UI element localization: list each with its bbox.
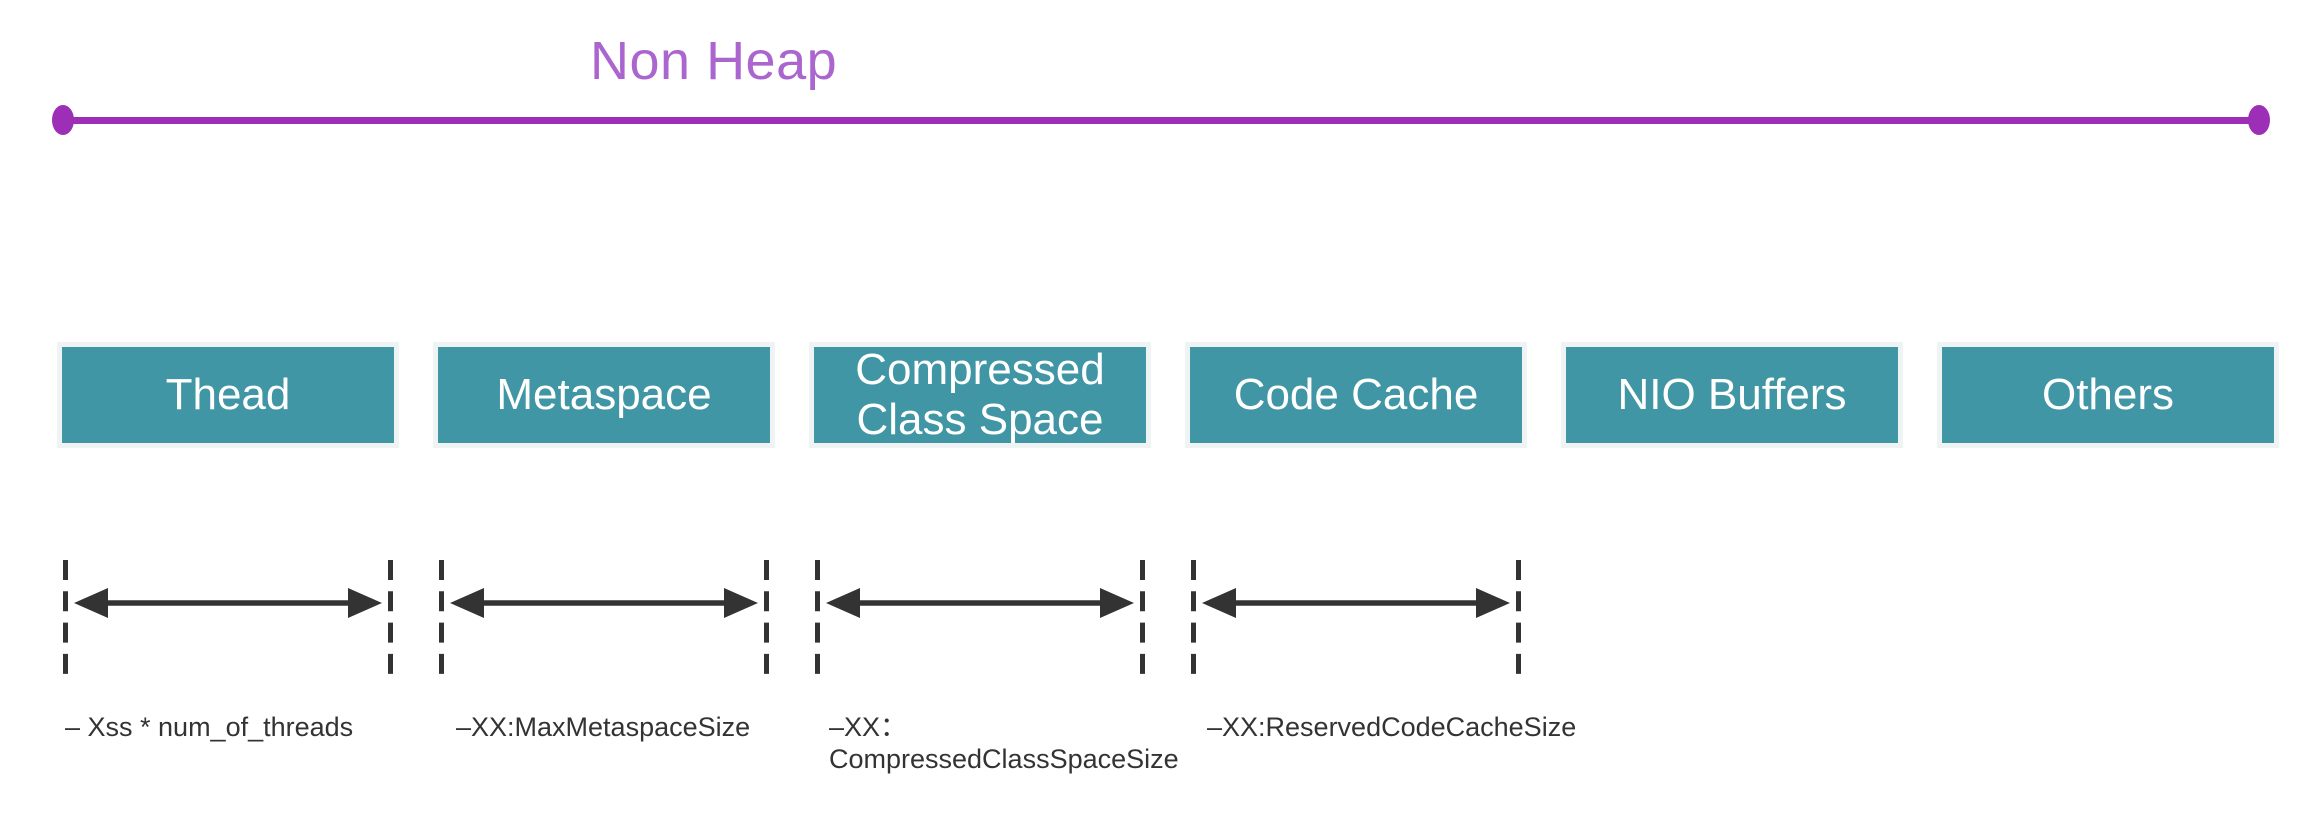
region-box-thread: Thead — [57, 342, 399, 448]
region-box-nio-buffers: NIO Buffers — [1561, 342, 1903, 448]
size-measure-metaspace — [439, 560, 769, 674]
arrowhead-left — [1202, 588, 1236, 618]
arrowhead-left — [450, 588, 484, 618]
size-measure-compressed-class-space — [815, 560, 1145, 674]
size-measure-thread — [63, 560, 393, 674]
flag-label-reserved-code-cache-size: –XX:ReservedCodeCacheSize — [1207, 712, 1577, 742]
span-endpoint-dot-right — [2248, 105, 2270, 135]
arrowhead-right — [348, 588, 382, 618]
size-measure-code-cache — [1191, 560, 1521, 674]
region-box-code-cache: Code Cache — [1185, 342, 1527, 448]
arrowhead-right — [1476, 588, 1510, 618]
memory-region-row: Thead Metaspace Compressed Class Space C… — [57, 342, 2279, 448]
non-heap-span-line — [62, 117, 2260, 124]
arrowhead-left — [74, 588, 108, 618]
region-box-others: Others — [1937, 342, 2279, 448]
arrowhead-right — [724, 588, 758, 618]
arrowhead-left — [826, 588, 860, 618]
arrowhead-right — [1100, 588, 1134, 618]
flag-label-xss-num-of-threads: – Xss * num_of_threads — [65, 712, 354, 742]
flag-label-max-metaspace-size: –XX:MaxMetaspaceSize — [456, 712, 751, 742]
region-box-metaspace: Metaspace — [433, 342, 775, 448]
non-heap-title: Non Heap — [590, 31, 838, 91]
flag-label-compressed-class-space-size: –XX： CompressedClassSpaceSize — [829, 712, 1179, 774]
region-box-compressed-class-space: Compressed Class Space — [809, 342, 1151, 448]
span-endpoint-dot-left — [52, 105, 74, 135]
